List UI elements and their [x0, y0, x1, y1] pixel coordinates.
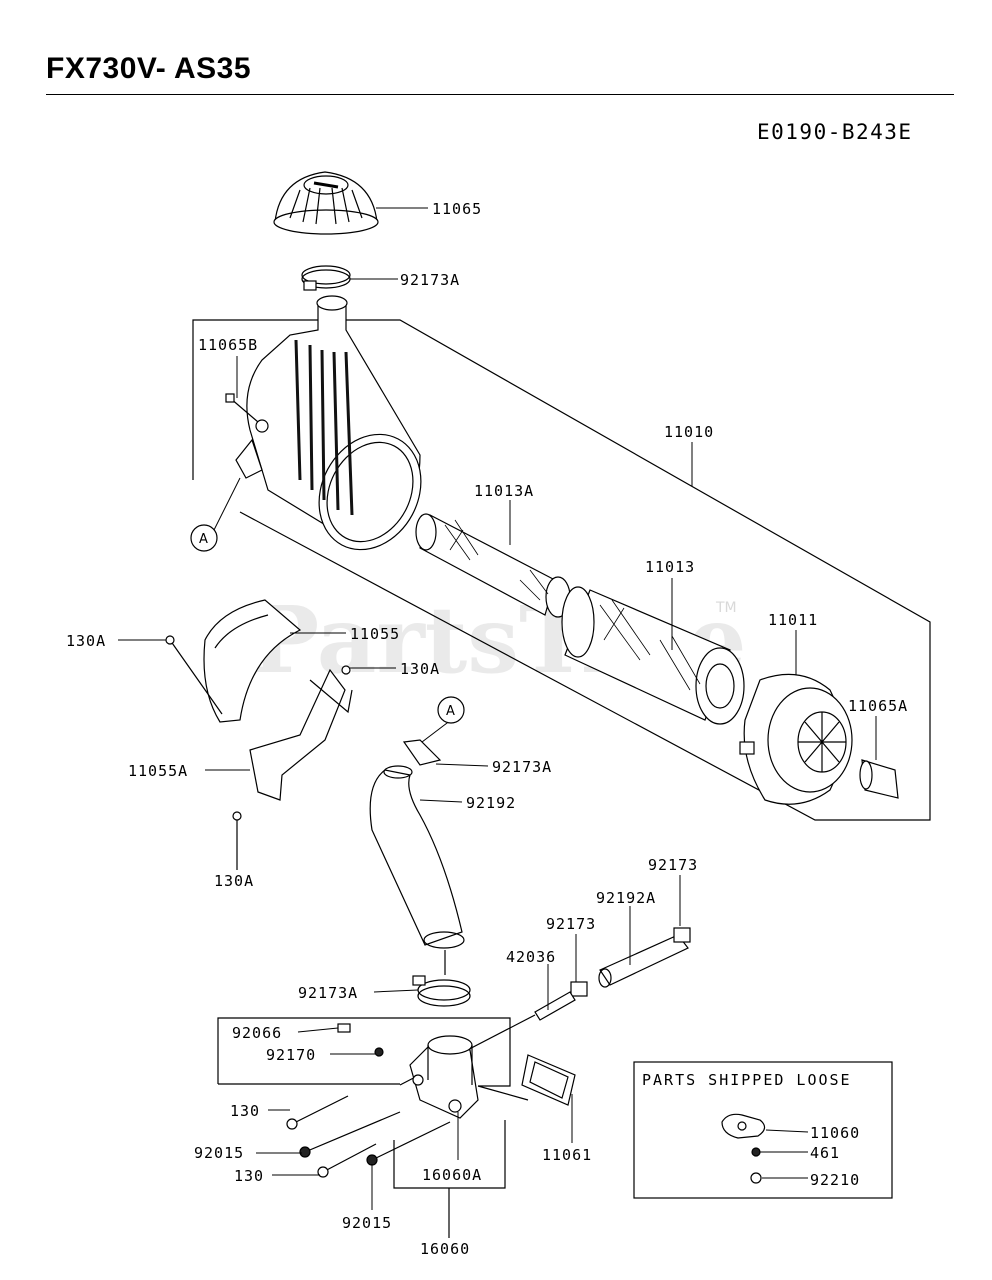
- part-labels: 11065 92173A 11065B 11010 11013A 11013 1…: [66, 200, 908, 1258]
- cover-11065: [273, 171, 379, 235]
- bracket-11055: [165, 599, 302, 723]
- clamp-92173a-lower: [412, 975, 471, 1007]
- part-label: 11065B: [198, 336, 258, 354]
- drawing-code: E0190-B243E: [757, 120, 913, 144]
- clamp-92173a-mid: [402, 739, 442, 766]
- joint-16060a: [409, 1035, 479, 1119]
- parts-shipped-loose-title: PARTS SHIPPED LOOSE: [642, 1071, 852, 1089]
- title-rule: [46, 94, 954, 95]
- part-label: 92173A: [400, 271, 460, 289]
- part-label: 11010: [664, 423, 714, 441]
- part-label: 92015: [194, 1144, 244, 1162]
- loose-part-label: 461: [810, 1144, 840, 1162]
- cup-11011: [739, 673, 853, 805]
- parts-shipped-loose: PARTS SHIPPED LOOSE 11060 461 92210: [642, 1071, 860, 1189]
- part-label: 92170: [266, 1046, 316, 1064]
- breather-hose-92192a: [399, 927, 691, 1086]
- part-label: 11013: [645, 558, 695, 576]
- part-label: 92192: [466, 794, 516, 812]
- watermark-trademark: TM: [715, 600, 737, 616]
- assembly-bracket-11010: [192, 319, 931, 821]
- part-label: 16060A: [422, 1166, 482, 1184]
- callout-a-2: A: [446, 704, 455, 719]
- part-label: 11013A: [474, 482, 534, 500]
- part-label: 11065: [432, 200, 482, 218]
- group-bracket-upper: [217, 1017, 511, 1087]
- valve-11065a: [859, 759, 899, 799]
- part-label: 130: [234, 1167, 264, 1185]
- gasket-11061: [521, 1054, 576, 1106]
- part-label: 42036: [506, 948, 556, 966]
- part-label: 92015: [342, 1214, 392, 1232]
- inner-element-11013a: [415, 513, 571, 618]
- bolts: [286, 1023, 451, 1178]
- part-label: 130A: [214, 872, 254, 890]
- loose-parts-icons: [721, 1113, 766, 1184]
- part-label: 11011: [768, 611, 818, 629]
- part-label: 130A: [400, 660, 440, 678]
- part-label: 11065A: [848, 697, 908, 715]
- part-label: 11055A: [128, 762, 188, 780]
- callout-a-1: A: [199, 532, 208, 547]
- part-label: 92173: [648, 856, 698, 874]
- part-label: 130: [230, 1102, 260, 1120]
- parts-shipped-loose-box: [633, 1061, 893, 1199]
- loose-part-label: 11060: [810, 1124, 860, 1142]
- air-cleaner-body: [225, 295, 422, 551]
- part-label: 92173: [546, 915, 596, 933]
- callout-a-circle-2: [437, 696, 465, 724]
- part-label: 92192A: [596, 889, 656, 907]
- part-label: 16060: [420, 1240, 470, 1258]
- model-title: FX730V- AS35: [46, 52, 251, 85]
- callout-a-circle-1: [190, 524, 218, 552]
- part-label: 11061: [542, 1146, 592, 1164]
- part-label: 130A: [66, 632, 106, 650]
- element-11013: [561, 586, 745, 725]
- leader-lines: [118, 207, 877, 1210]
- part-label: 92173A: [492, 758, 552, 776]
- part-label: 92066: [232, 1024, 282, 1042]
- loose-part-label: 92210: [810, 1171, 860, 1189]
- clamp-92173a-top: [301, 265, 351, 291]
- bracket-11055a: [232, 665, 353, 870]
- part-label: 92173A: [298, 984, 358, 1002]
- part-label: 11055: [350, 625, 400, 643]
- hose-92192: [369, 765, 465, 949]
